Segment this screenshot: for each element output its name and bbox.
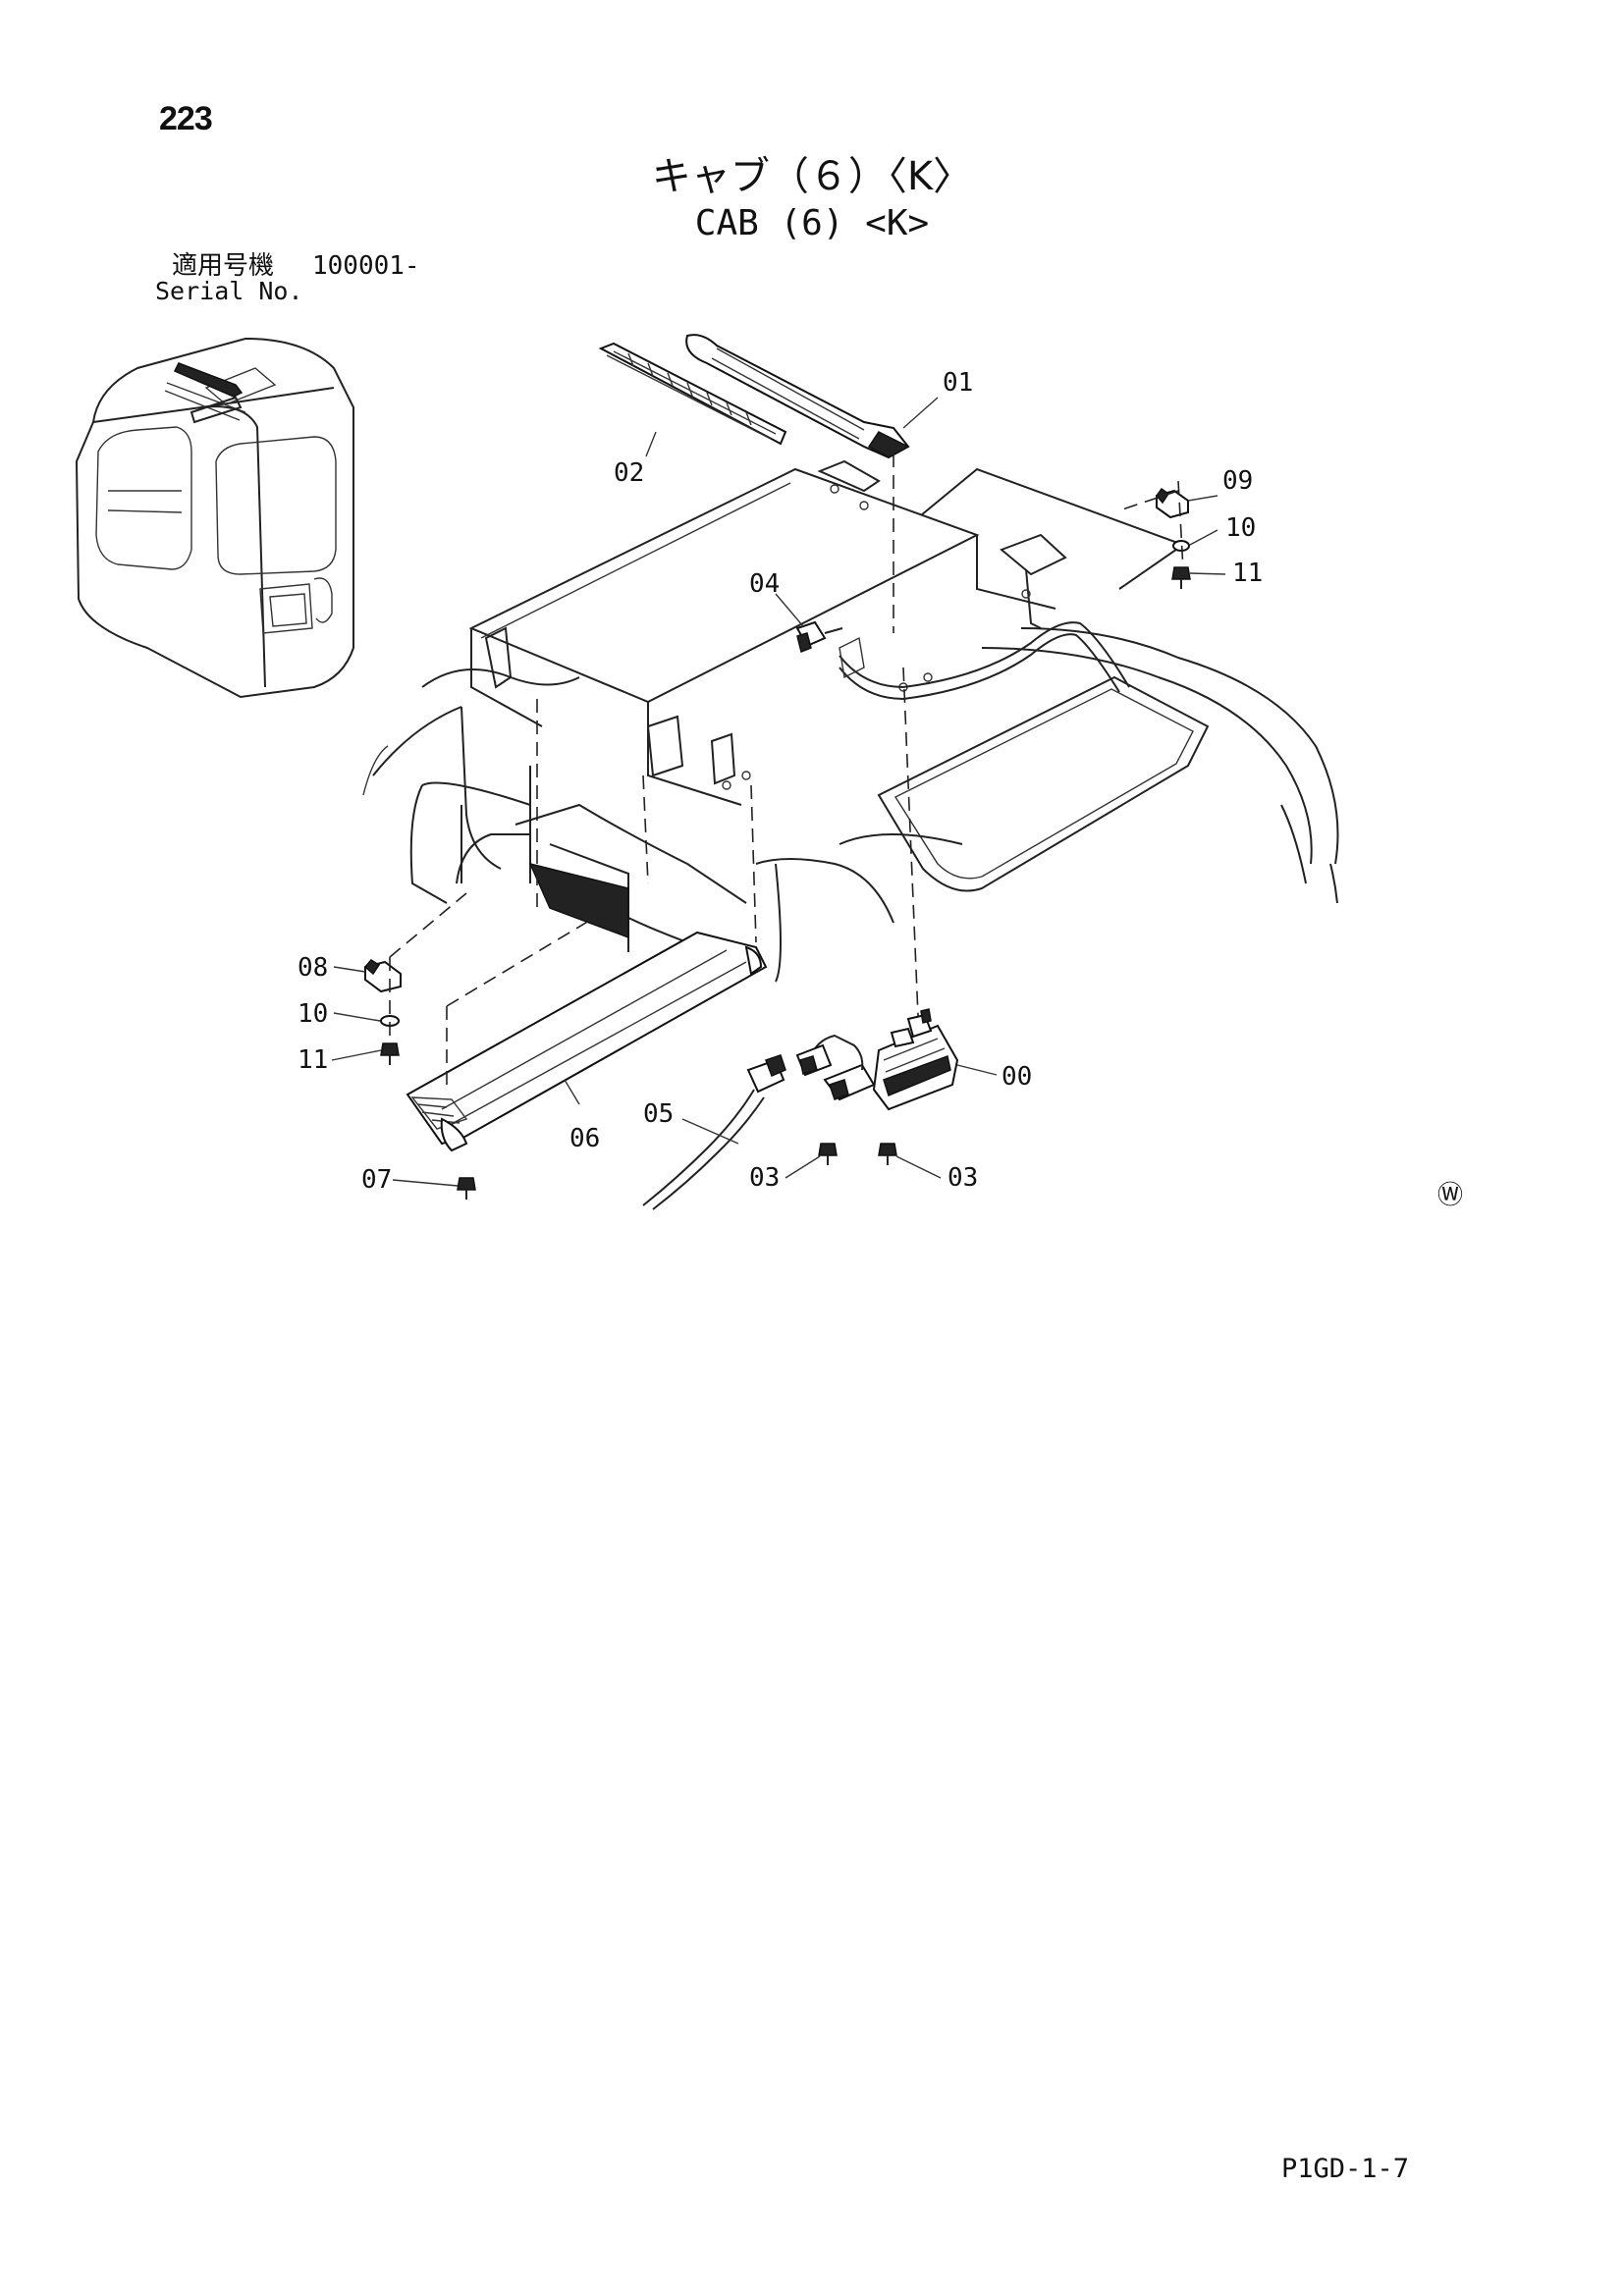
- wiper-motor-part-00: [795, 1008, 959, 1111]
- callout-03-right: 03: [947, 1163, 978, 1193]
- callout-03-left: 03: [749, 1163, 780, 1193]
- bracket-part-09: [1156, 487, 1189, 519]
- screw-part-03-left: [818, 1143, 838, 1165]
- document-code: P1GD-1-7: [1281, 2154, 1410, 2184]
- bolt-part-11: [1171, 566, 1191, 589]
- screw-part-07: [457, 1177, 476, 1200]
- callout-05: 05: [643, 1099, 674, 1129]
- serial-label-japanese: 適用号機: [172, 251, 275, 281]
- wiper-arm-part: [685, 334, 910, 459]
- valve-part-04: [795, 620, 843, 654]
- callout-10-lower: 10: [298, 999, 328, 1029]
- callout-09: 09: [1222, 466, 1253, 496]
- callout-00: 00: [1001, 1062, 1032, 1092]
- callout-11: 11: [1232, 559, 1263, 588]
- callout-02: 02: [614, 458, 644, 488]
- cab-overview-thumbnail: [75, 337, 354, 699]
- washer-tank-part-06: [406, 931, 768, 1152]
- callout-11-lower: 11: [298, 1045, 328, 1075]
- leader-lines: [331, 397, 1226, 1187]
- callout-07: 07: [361, 1165, 392, 1195]
- callout-10: 10: [1225, 513, 1256, 543]
- hose-part-05: [642, 1054, 786, 1210]
- page-title-japanese: キャブ（６）〈K〉: [651, 154, 973, 199]
- callout-08: 08: [298, 953, 328, 983]
- watermark-w-symbol: Ⓦ: [1437, 1181, 1463, 1210]
- assembly-guide-lines: [389, 454, 1184, 1090]
- page-number: 223: [159, 100, 213, 137]
- cab-body-outline: [362, 459, 1339, 983]
- callout-04: 04: [749, 569, 780, 599]
- wiper-blade-part: [598, 342, 787, 446]
- bolt-part-11-lower: [380, 1042, 400, 1065]
- callout-01: 01: [943, 368, 973, 398]
- serial-number: 100001-: [312, 251, 420, 281]
- bracket-part-08: [363, 959, 402, 993]
- screw-part-03-right: [878, 1143, 897, 1165]
- callout-06: 06: [569, 1124, 600, 1153]
- page-title-english: CAB (6) <K>: [694, 203, 930, 243]
- serial-label-english: Serial No.: [155, 277, 303, 305]
